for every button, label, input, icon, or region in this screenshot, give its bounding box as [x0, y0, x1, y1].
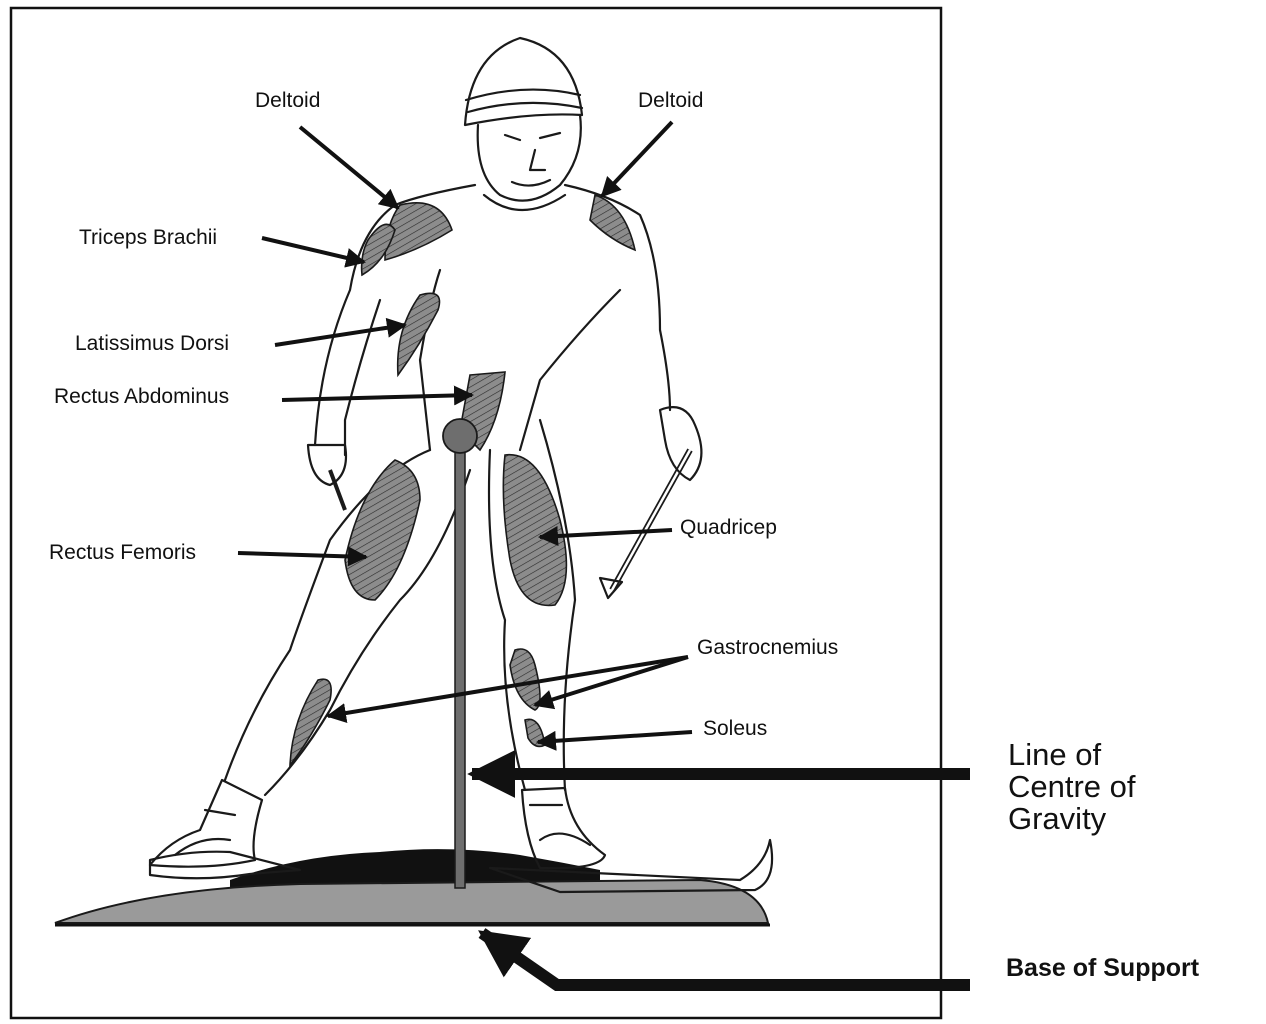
right-boot: [522, 788, 605, 868]
label-quadricep: Quadricep: [680, 516, 777, 539]
label-line-of-gravity-1: Line of: [1008, 737, 1101, 772]
gravity-line: [455, 440, 465, 888]
triceps-arrow: [262, 238, 364, 262]
rectus-femoris-muscle: [345, 460, 420, 600]
hat: [465, 38, 582, 125]
soleus-arrow: [538, 732, 692, 742]
gastrocnemius-right-muscle: [510, 649, 540, 710]
label-gastrocnemius: Gastrocnemius: [697, 636, 838, 659]
latissimus-muscle: [398, 293, 440, 375]
deltoid-right-muscle: [590, 195, 635, 250]
label-line-of-gravity-3: Gravity: [1008, 801, 1107, 836]
left-leg-outline: [225, 450, 470, 795]
left-glove: [308, 445, 346, 485]
collar: [484, 195, 565, 210]
left-boot: [150, 780, 262, 867]
face: [478, 115, 581, 201]
label-rectus-femoris: Rectus Femoris: [49, 541, 196, 564]
label-latissimus: Latissimus Dorsi: [75, 332, 229, 355]
deltoid-right-arrow: [602, 122, 672, 196]
gastrocnemius-left-muscle: [290, 679, 331, 765]
deltoid-left-arrow: [300, 127, 398, 208]
label-deltoid-right: Deltoid: [638, 89, 703, 112]
label-triceps: Triceps Brachii: [79, 226, 217, 249]
latissimus-arrow: [275, 325, 405, 345]
base-label-arrow: [482, 933, 970, 985]
label-rectus-abdominus: Rectus Abdominus: [54, 385, 229, 408]
label-line-of-gravity-2: Centre of: [1008, 769, 1136, 804]
label-deltoid-left: Deltoid: [255, 89, 320, 112]
left-ski-pole: [330, 470, 345, 510]
rectus-abdominus-arrow: [282, 395, 472, 400]
label-base-of-support: Base of Support: [1006, 954, 1200, 982]
quadricep-muscle: [503, 455, 566, 606]
label-soleus: Soleus: [703, 717, 767, 740]
base-of-support-shape: [55, 880, 768, 923]
gastrocnemius-arrow-right: [535, 657, 688, 705]
centre-of-gravity-marker: [443, 419, 477, 453]
